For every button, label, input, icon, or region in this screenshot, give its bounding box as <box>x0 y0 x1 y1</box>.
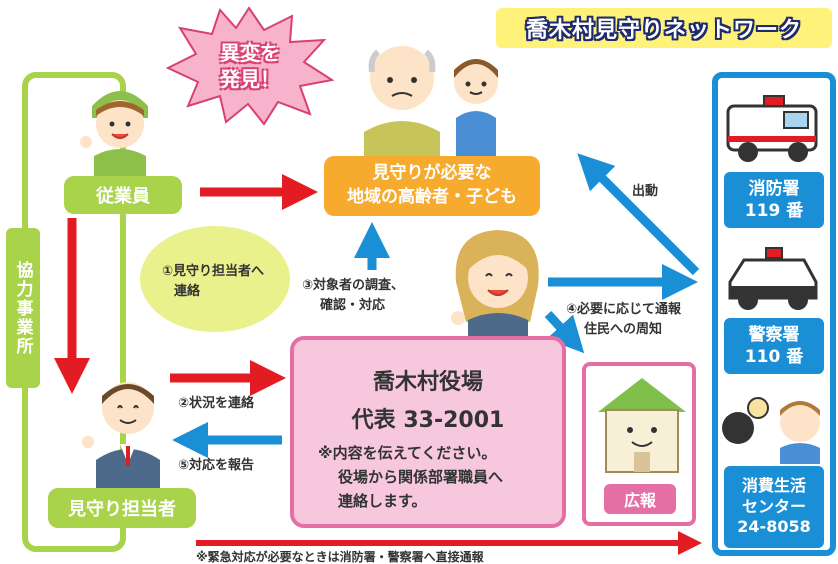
step1-bubble <box>140 226 290 332</box>
police-station-number: 110 番 <box>744 347 804 367</box>
police-station-name: 警察署 <box>748 324 800 345</box>
village-office-box: 喬木村役場 代表 33-2001 ※内容を伝えてください。 役場から関係部署職員… <box>290 336 566 528</box>
office-note-line-3: 連絡します。 <box>338 492 427 510</box>
step5-text: ⑤対応を報告 <box>178 458 255 473</box>
step4-line-1: ④必要に応じて通報 <box>566 302 682 317</box>
consumer-center-line-2: センター <box>741 496 806 516</box>
consumer-center-number: 24-8058 <box>737 517 811 537</box>
police-car-icon <box>728 247 818 310</box>
arrow-to-koho <box>544 310 585 354</box>
fire-station-number: 119 番 <box>744 201 804 221</box>
step4-text: ④必要に応じて通報 住民への周知 <box>566 300 681 339</box>
target-box: 見守りが必要な 地域の高齢者・子ども <box>324 156 540 216</box>
fire-station-tag: 消防署 119 番 <box>724 172 824 228</box>
arrow-dispatch <box>577 153 700 276</box>
house-mascot-icon <box>598 378 686 473</box>
step1-line-1: ①見守り担当者へ <box>162 264 265 279</box>
consumer-center-illustration-icon <box>722 397 820 464</box>
office-phone: 代表 33-2001 <box>351 408 505 433</box>
burst-line-1: 異変を <box>220 41 280 65</box>
alert-burst-icon <box>165 6 334 126</box>
burst-line-2: 発見！ <box>220 67 280 91</box>
step4-line-2: 住民への周知 <box>584 321 663 337</box>
public-relations-box: 広報 <box>582 362 696 526</box>
step1-line-2: 連絡 <box>174 284 201 300</box>
step1-text: ①見守り担当者へ 連絡 <box>162 262 264 302</box>
target-line-1: 見守りが必要な <box>372 163 492 184</box>
office-name: 喬木村役場 <box>372 370 483 395</box>
office-note-line-1: ※内容を伝えてください。 <box>318 444 497 462</box>
fire-station-name: 消防署 <box>748 178 800 199</box>
public-relations-label: 広報 <box>604 484 676 514</box>
office-note-line-2: 役場から関係部署職員へ <box>338 468 504 486</box>
cooperating-business-label: 協力事業所 <box>6 228 40 388</box>
step3-text: ③対象者の調査、 確認・対応 <box>302 276 404 315</box>
watcher-illustration-icon <box>82 382 160 488</box>
employee-illustration-icon <box>80 91 148 176</box>
employee-label: 従業員 <box>64 176 182 214</box>
alert-burst-text: 異変を 発見！ <box>198 40 302 92</box>
staff-woman-illustration-icon <box>451 230 539 342</box>
step2-text: ②状況を連絡 <box>178 396 255 411</box>
consumer-center-line-1: 消費生活 <box>741 475 806 495</box>
consumer-center-tag: 消費生活 センター 24-8058 <box>724 466 824 548</box>
ambulance-icon <box>726 95 818 162</box>
page-title: 喬木村見守りネットワーク <box>496 8 832 48</box>
dispatch-text: 出動 <box>632 184 659 199</box>
police-station-tag: 警察署 110 番 <box>724 318 824 374</box>
emergency-note: ※緊急対応が必要なときは消防署・警察署へ直接通報 <box>196 550 484 564</box>
elderly-and-child-illustration-icon <box>364 46 498 158</box>
target-line-2: 地域の高齢者・子ども <box>347 187 517 207</box>
step3-line-1: ③対象者の調査、 <box>302 278 405 293</box>
watcher-label: 見守り担当者 <box>48 488 196 528</box>
step3-line-2: 確認・対応 <box>320 297 386 313</box>
